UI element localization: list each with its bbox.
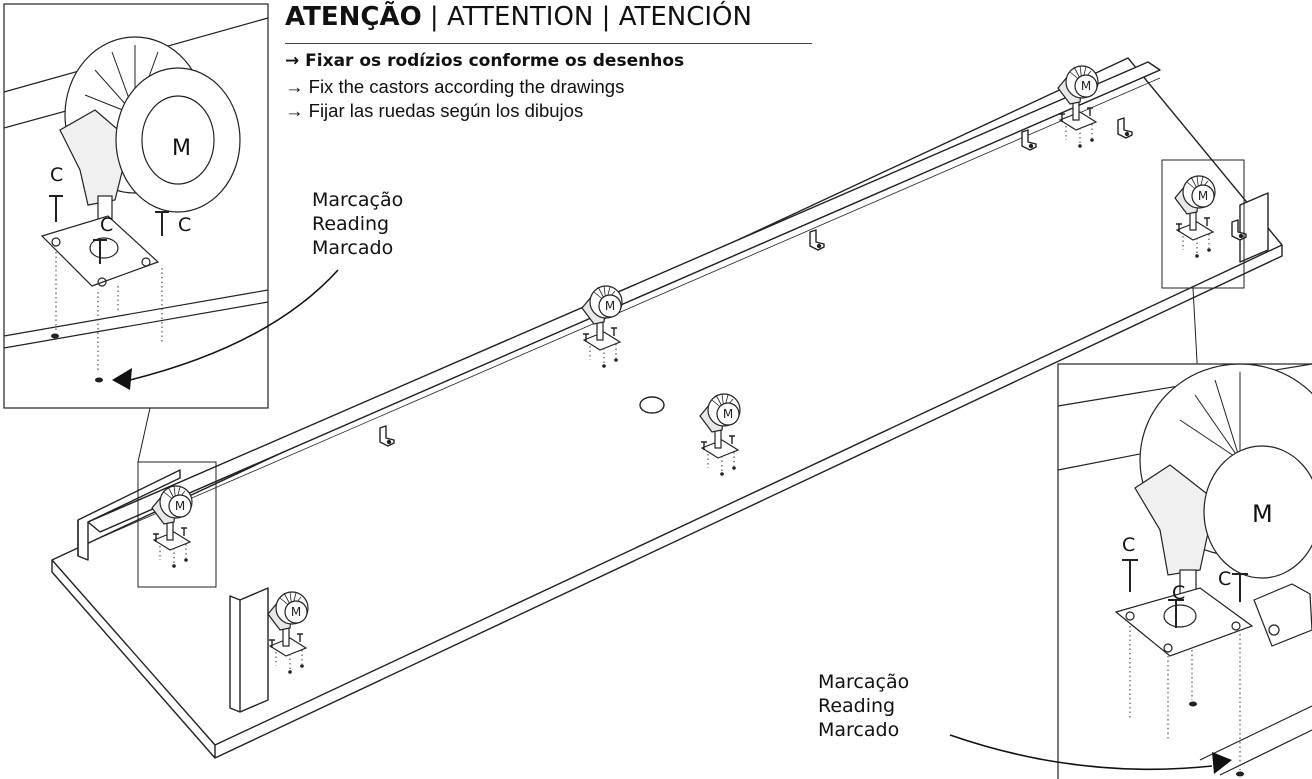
part-letter-c: C <box>1122 534 1136 556</box>
bracket-4 <box>1117 117 1133 139</box>
instruction-es-text: Fijar las ruedas según los dibujos <box>308 100 584 121</box>
heading-underline <box>285 43 812 44</box>
side-wall-front-left <box>239 587 269 713</box>
side-wall-right <box>1239 192 1269 263</box>
heading-separator-2: | <box>593 2 619 32</box>
instruction-es: → Fijar las ruedas según los dibujos <box>285 100 583 122</box>
detail-frame-small-right <box>1161 159 1245 289</box>
instruction-en: → Fix the castors according the drawings <box>285 76 624 98</box>
bracket-5 <box>1231 219 1247 241</box>
part-letter-c: C <box>178 214 192 236</box>
instruction-en-text: Fix the castors according the drawings <box>308 76 625 97</box>
detail-callout-left <box>3 3 339 409</box>
heading-spanish: ATENCIÓN <box>618 2 752 32</box>
callout-right-labels: Marcação Reading Marcado <box>818 670 909 742</box>
label-marcacao: Marcação <box>818 671 910 693</box>
heading-english: ATTENTION <box>446 2 594 32</box>
bracket-2 <box>809 229 825 251</box>
label-marcado: Marcado <box>818 719 900 741</box>
detail-callout-right <box>949 363 1312 779</box>
part-letter-c: C <box>100 214 114 236</box>
label-reading: Reading <box>818 695 896 717</box>
attention-heading: ATENÇÃO | ATTENTION | ATENCIÓN <box>285 2 812 32</box>
instruction-pt: → Fixar os rodízios conforme os desenhos <box>285 51 684 71</box>
label-reading: Reading <box>312 213 390 235</box>
arrow-icon: → <box>285 76 304 97</box>
heading-primary: ATENÇÃO <box>285 2 422 32</box>
bracket-3 <box>1021 129 1037 151</box>
instruction-pt-text: Fixar os rodízios conforme os desenhos <box>305 51 685 71</box>
center-hole <box>639 396 665 414</box>
part-letter-m: M <box>1252 500 1273 528</box>
part-letter-c: C <box>50 164 64 186</box>
arrow-right-callout <box>949 734 1213 771</box>
part-letter-m: M <box>172 136 191 161</box>
arrow-left-callout <box>129 269 339 381</box>
detail-frame-small-left <box>137 461 217 588</box>
arrow-icon: → <box>285 100 304 121</box>
heading-separator-1: | <box>421 2 447 32</box>
label-marcado: Marcado <box>312 237 394 259</box>
bracket-1 <box>379 425 395 447</box>
part-letter-c: C <box>1218 568 1232 590</box>
callout-left-labels: Marcação Reading Marcado <box>312 188 403 260</box>
arrow-icon: → <box>285 51 300 71</box>
part-letter-c: C <box>1172 582 1186 604</box>
label-marcacao: Marcação <box>312 189 404 211</box>
